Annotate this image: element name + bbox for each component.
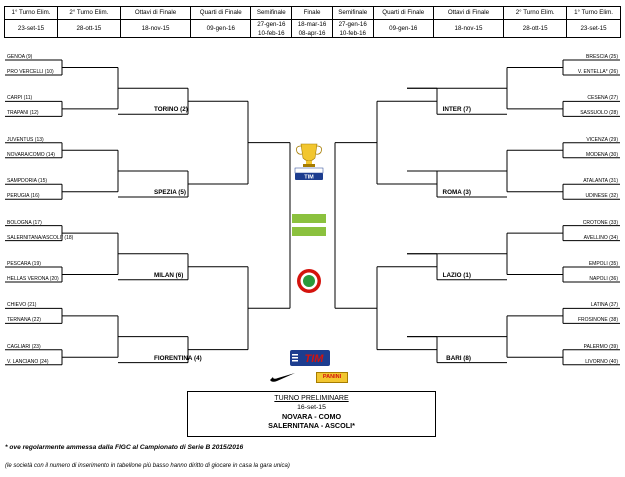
team-entry: CROTONE (33) bbox=[582, 219, 618, 226]
header-date: 23-set-15 bbox=[17, 25, 45, 32]
team-entry: NAPOLI (36) bbox=[589, 276, 618, 282]
header-date: 09-gen-16 bbox=[206, 25, 235, 32]
team-entry: PRO VERCELLI (10) bbox=[7, 69, 54, 75]
team-entry: TRAPANI (12) bbox=[7, 110, 39, 117]
seeded-team: ROMA (3) bbox=[442, 189, 471, 196]
tim-logo-text: TIM bbox=[305, 353, 325, 365]
team-entry: FROSINONE (38) bbox=[577, 317, 618, 324]
header-date: 18-nov-15 bbox=[141, 25, 170, 32]
team-entry: PESCARA (19) bbox=[7, 261, 41, 267]
team-entry: GENOA (9) bbox=[7, 54, 33, 60]
header-date: 10-feb-16 bbox=[258, 30, 285, 37]
nike-swoosh-logo bbox=[270, 373, 295, 382]
team-entry: CAGLIARI (23) bbox=[7, 343, 41, 350]
team-entry: V. ENTELLA* (26) bbox=[577, 69, 618, 75]
green-bar bbox=[292, 227, 326, 236]
team-entry: SAMPDORIA (15) bbox=[7, 178, 48, 185]
header-date: 28-ott-15 bbox=[522, 25, 548, 32]
team-entry: BRESCIA (25) bbox=[586, 54, 618, 60]
seeded-team: SPEZIA (5) bbox=[154, 189, 186, 196]
header-title: Semifinale bbox=[332, 7, 373, 20]
header-title: Finale bbox=[292, 7, 332, 20]
rule-note: (le società con il numero di inserimento… bbox=[5, 463, 290, 469]
team-entry: CESENA (27) bbox=[587, 95, 618, 102]
seeded-team: MILAN (6) bbox=[154, 271, 184, 279]
team-entry: LATINA (37) bbox=[590, 302, 618, 309]
panini-logo: PANINI bbox=[316, 372, 348, 383]
prelim-match: NOVARA - COMO bbox=[281, 412, 342, 421]
team-entry: MODENA (30) bbox=[586, 151, 618, 158]
header-title: Quarti di Finale bbox=[191, 7, 251, 20]
header-date: 18-nov-15 bbox=[454, 25, 483, 32]
team-entry: NOVARA/COMO (14) bbox=[7, 151, 55, 158]
team-entry: ATALANTA (31) bbox=[583, 178, 618, 185]
team-entry: EMPOLI (35) bbox=[588, 261, 618, 267]
header-date: 18-mar-16 bbox=[297, 21, 327, 28]
tim-cup-logo: TIM bbox=[294, 143, 324, 181]
seeded-team: INTER (7) bbox=[442, 106, 471, 114]
header-date: 10-feb-16 bbox=[339, 30, 366, 37]
header-title: Semifinale bbox=[251, 7, 292, 20]
seeded-team: FIORENTINA (4) bbox=[154, 354, 202, 362]
header-title: 1° Turno Elim. bbox=[567, 7, 621, 20]
header-date: 27-gen-16 bbox=[338, 21, 367, 28]
team-entry: AVELLINO (34) bbox=[583, 234, 618, 241]
header-date: 08-apr-16 bbox=[298, 30, 326, 37]
prelim-match: SALERNITANA - ASCOLI* bbox=[268, 421, 355, 430]
header-col: 1° Turno Elim. 23-set-15 bbox=[4, 7, 57, 37]
header-date: 28-ott-15 bbox=[76, 25, 102, 32]
team-entry: UDINESE (32) bbox=[585, 193, 618, 200]
header-date: 27-gen-16 bbox=[257, 21, 286, 28]
header-col: 2° Turno Elim. 28-ott-15 bbox=[56, 7, 120, 37]
team-entry: JUVENTUS (13) bbox=[7, 136, 44, 143]
team-entry: HELLAS VERONA (20) bbox=[7, 276, 59, 282]
seeded-team: LAZIO (1) bbox=[442, 271, 471, 279]
team-entry: PALERMO (39) bbox=[583, 343, 618, 350]
header-title: 2° Turno Elim. bbox=[504, 7, 567, 20]
header-title: 2° Turno Elim. bbox=[57, 7, 120, 20]
header-title: Quarti di Finale bbox=[373, 7, 433, 20]
header-date: 23-set-15 bbox=[580, 25, 607, 32]
schedule-header: 1° Turno Elim. 23-set-15 2° Turno Elim. 28… bbox=[4, 6, 622, 38]
green-bar bbox=[292, 214, 326, 223]
prelim-date: 16-set-15 bbox=[297, 404, 326, 411]
footnote: * ove regolarmente ammessa dalla FIGC al… bbox=[5, 444, 244, 451]
team-entry: CHIEVO (21) bbox=[7, 302, 37, 309]
tim-logo: TIM bbox=[290, 350, 330, 366]
header-col: Ottavi di Finale 18-nov-15 bbox=[119, 7, 191, 37]
team-entry: CARPI (11) bbox=[7, 95, 33, 102]
seeded-team: BARI (8) bbox=[446, 354, 471, 362]
header-col: 2° Turno Elim. 28-ott-15 bbox=[503, 7, 567, 37]
coccarda-logo bbox=[297, 269, 321, 293]
header-col: Ottavi di Finale 18-nov-15 bbox=[432, 7, 504, 37]
header-title: Ottavi di Finale bbox=[433, 7, 504, 20]
team-entry: VICENZA (29) bbox=[586, 136, 618, 143]
header-col: Quarti di Finale 09-gen-16 bbox=[372, 7, 433, 37]
team-entry: TERNANA (22) bbox=[7, 317, 41, 324]
seeded-team: TORINO (2) bbox=[154, 106, 188, 114]
header-date: 09-gen-16 bbox=[389, 25, 418, 32]
team-entry: SALERNITANA/ASCOLI* (18) bbox=[7, 234, 74, 241]
team-entry: LIVORNO (40) bbox=[585, 358, 618, 365]
prelim-title: TURNO PRELIMINARE bbox=[274, 395, 349, 402]
cup-tim-text: TIM bbox=[304, 175, 314, 181]
header-title: 1° Turno Elim. bbox=[5, 7, 57, 20]
team-entry: SASSUOLO (28) bbox=[580, 110, 618, 117]
header-title: Ottavi di Finale bbox=[120, 7, 191, 20]
team-entry: V. LANCIANO (24) bbox=[7, 358, 49, 365]
team-entry: BOLOGNA (17) bbox=[7, 219, 42, 226]
preliminary-box: TURNO PRELIMINARE 16-set-15 NOVARA - COM… bbox=[187, 391, 436, 437]
team-entry: PERUGIA (16) bbox=[7, 193, 40, 200]
header-col: Quarti di Finale 09-gen-16 bbox=[190, 7, 251, 37]
header-col: 1° Turno Elim. 23-set-15 bbox=[566, 7, 622, 37]
